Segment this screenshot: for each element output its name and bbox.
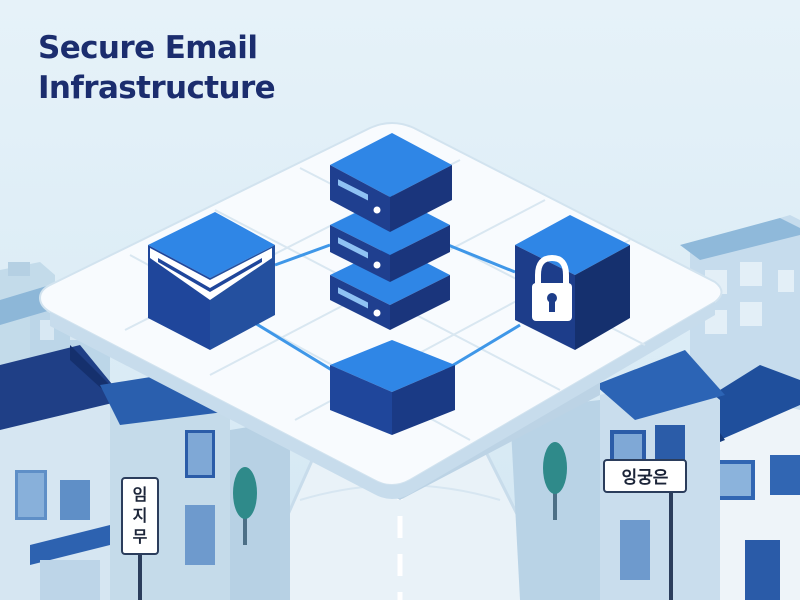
server-rack xyxy=(330,133,452,330)
email-cube xyxy=(148,212,275,350)
gateway-node xyxy=(330,340,455,435)
street-sign-left-char-1: 임 xyxy=(133,485,148,504)
server-rack-icon xyxy=(338,179,381,317)
page-title-line-2: Infrastructure xyxy=(38,70,276,106)
security-cube xyxy=(515,215,630,350)
network-connections xyxy=(249,243,521,374)
street-sign-right-text: 잉궁은 xyxy=(622,468,669,488)
street-sign-right: 잉궁은 xyxy=(603,459,687,600)
street-sign-left-char-3: 무 xyxy=(133,527,148,546)
lock-icon xyxy=(532,254,572,321)
page-title-line-1: Secure Email xyxy=(38,30,258,66)
tree-right xyxy=(543,442,567,520)
tree-left xyxy=(233,467,257,545)
street-sign-left: 임 지 무 xyxy=(121,477,159,600)
background-building-right xyxy=(680,215,800,420)
email-icon xyxy=(150,248,272,300)
house-left-front xyxy=(0,345,125,600)
page-title: Secure Email Infrastructure xyxy=(38,28,276,108)
street-sign-left-char-2: 지 xyxy=(133,506,148,525)
